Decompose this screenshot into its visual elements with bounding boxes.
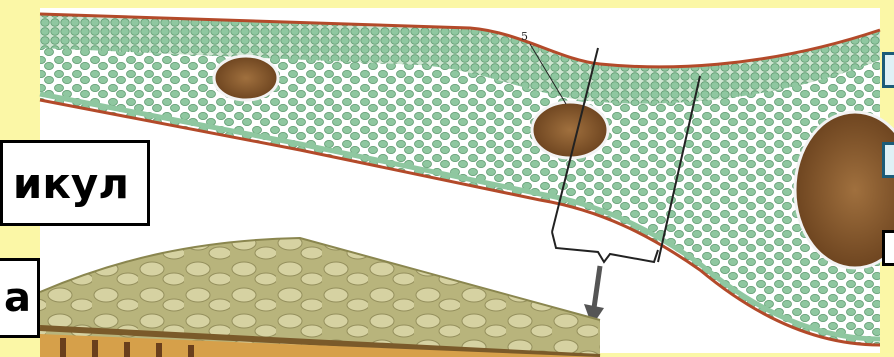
side-tab-1[interactable] <box>882 52 894 88</box>
vein-bundle <box>532 102 608 158</box>
term-label-text: а <box>4 275 31 321</box>
structure-number-label: 5 <box>521 30 528 43</box>
vein-bundle <box>214 56 278 100</box>
term-label-box-upper[interactable]: икул <box>0 140 150 226</box>
side-tab-3[interactable] <box>882 230 894 266</box>
term-label-text: икул <box>13 159 129 208</box>
side-tab-2[interactable] <box>882 142 894 178</box>
term-label-box-lower[interactable]: а <box>0 258 40 338</box>
